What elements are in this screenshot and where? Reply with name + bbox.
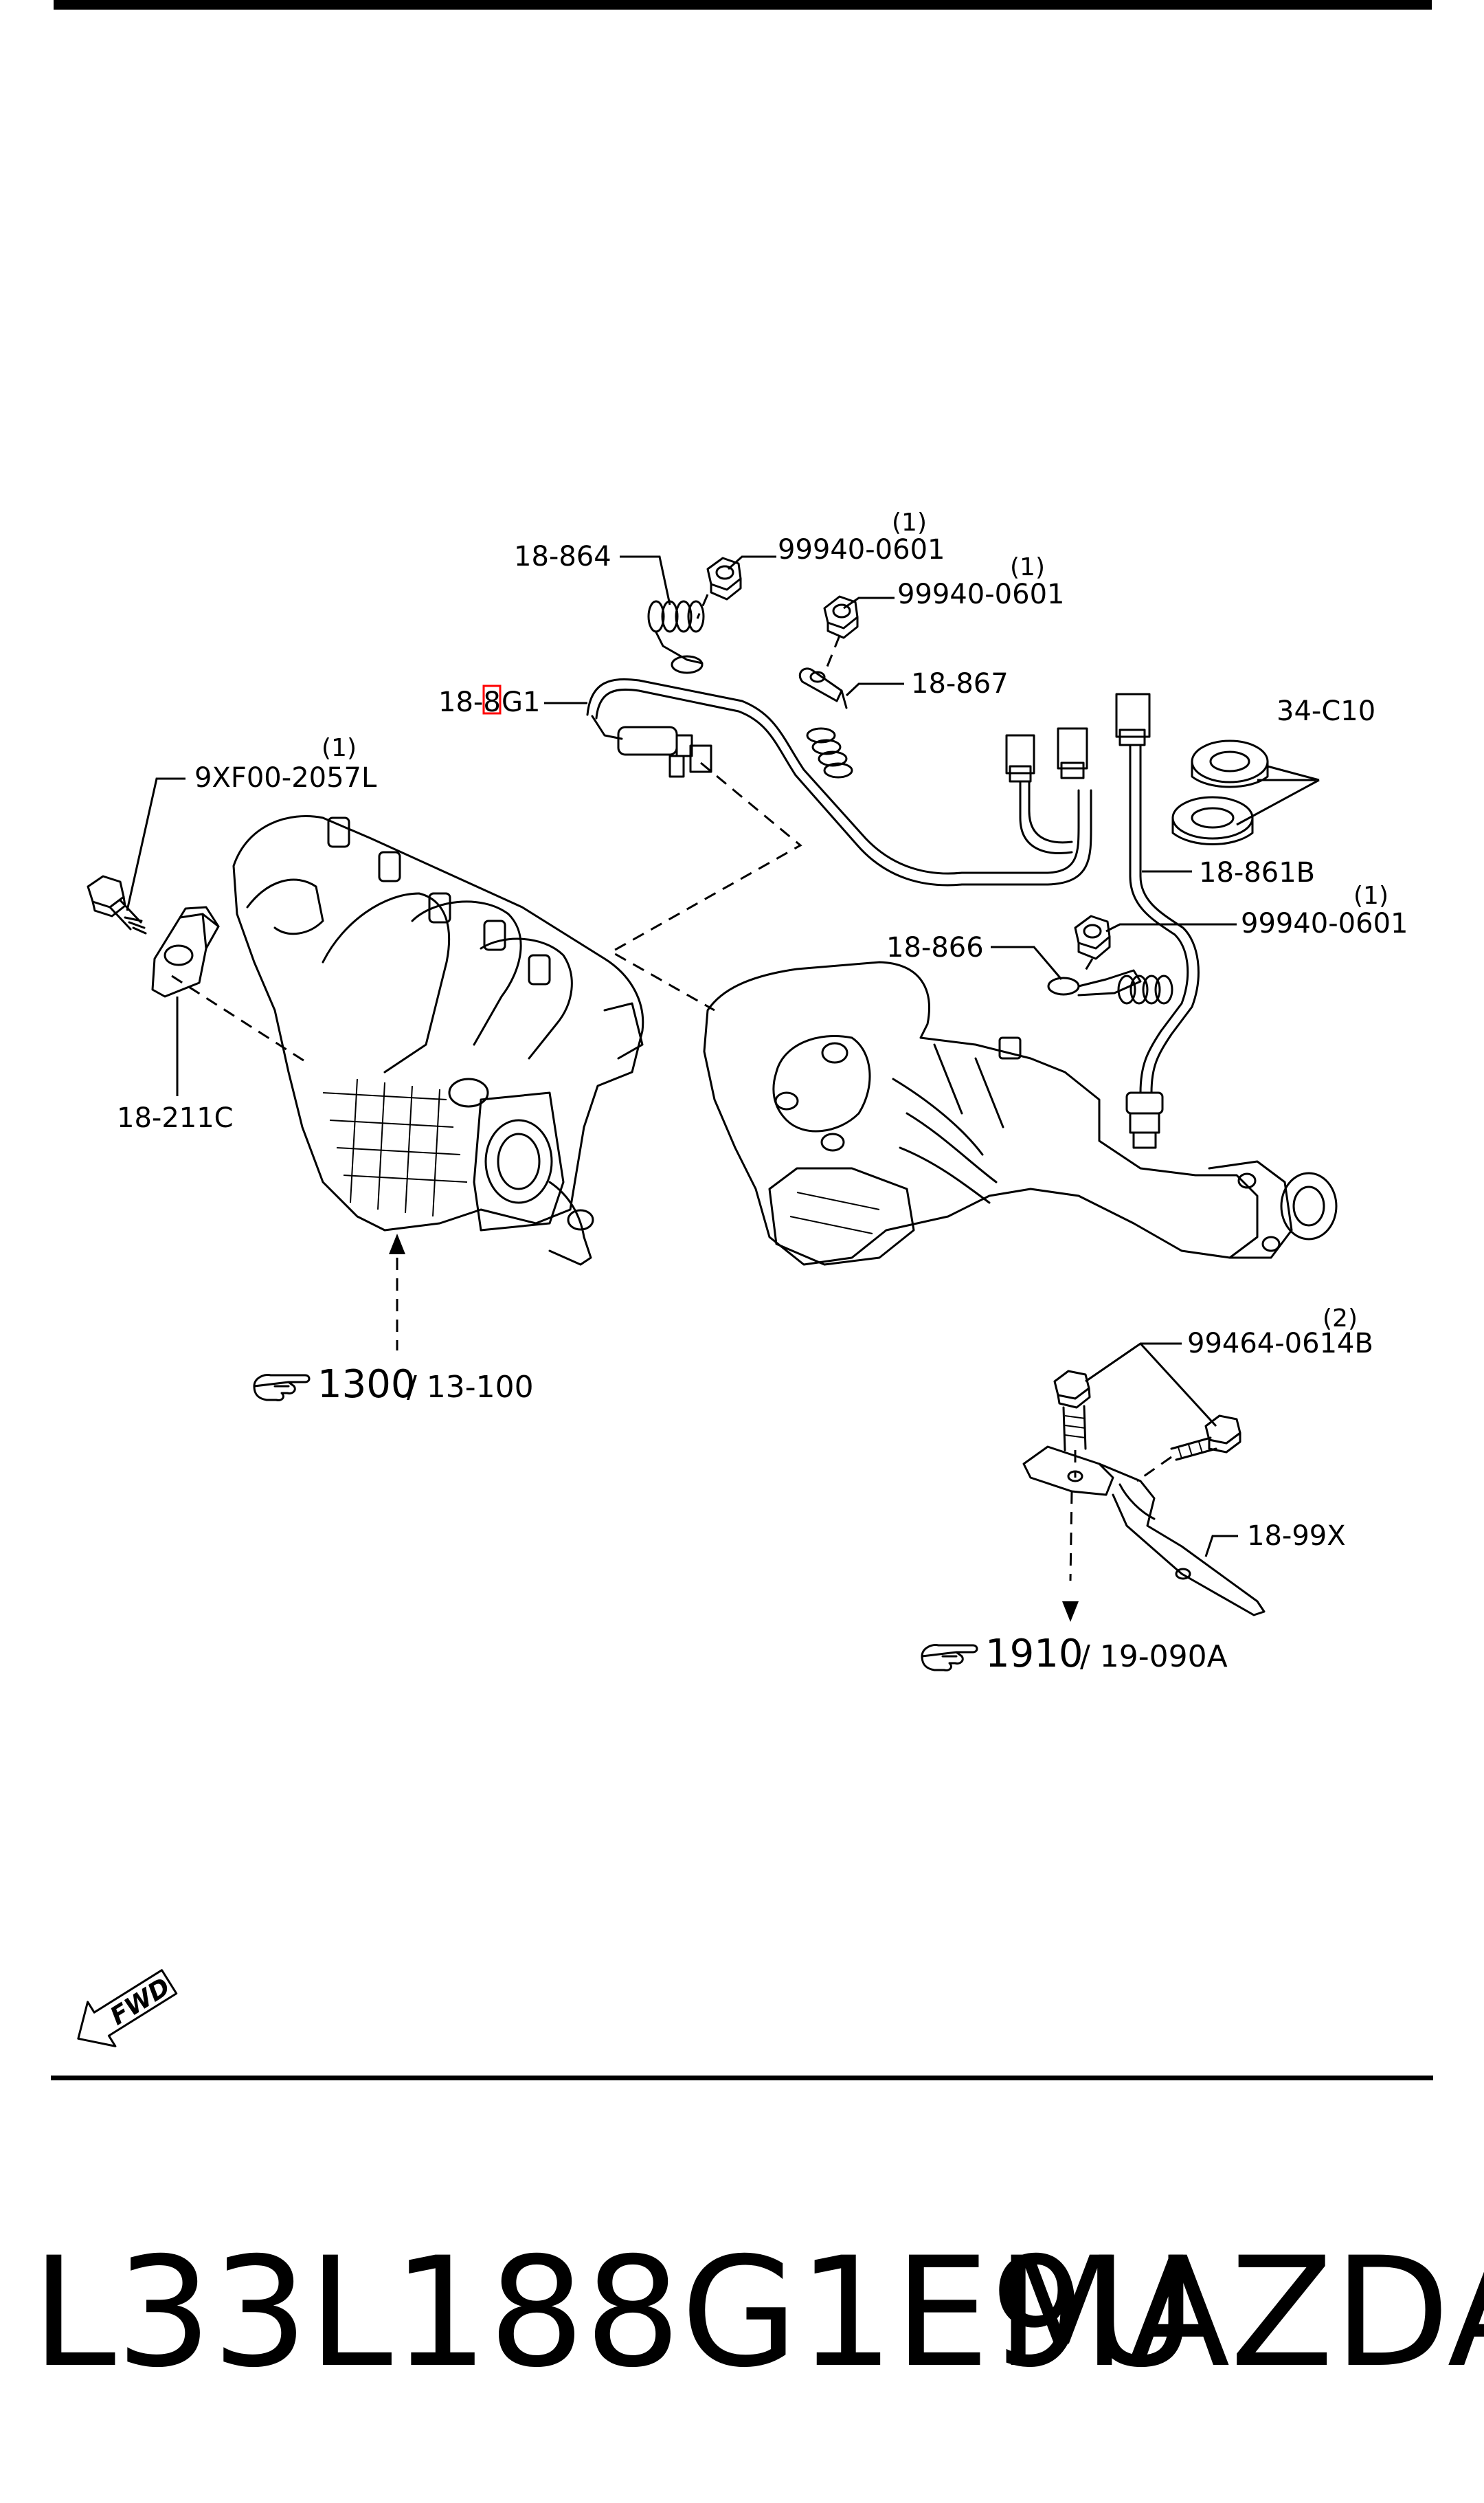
bolts-99464-0614B[interactable] bbox=[1053, 1370, 1241, 1461]
label-18-99X: 18-99X bbox=[1247, 1520, 1346, 1552]
label-18-211C: 18-211C bbox=[117, 1102, 234, 1134]
nut-99940-0601-b[interactable] bbox=[823, 595, 859, 639]
reference-1910[interactable]: 1910 / 19-090A bbox=[921, 1632, 1228, 1676]
label-18-866: 18-866 bbox=[886, 932, 984, 964]
ref-1910-main: 1910 bbox=[985, 1632, 1083, 1676]
nut-99940-0601-a[interactable] bbox=[706, 557, 742, 601]
pointing-hand-icon bbox=[921, 1644, 978, 1671]
dash-clip-18-867 bbox=[823, 635, 841, 674]
dash-clip-18-864 bbox=[696, 594, 709, 619]
label-99940-0601-b: 99940-0601 bbox=[897, 579, 1064, 610]
label-99464-0614B: 99464-0614B bbox=[1187, 1328, 1373, 1359]
leader-lines bbox=[126, 555, 1320, 1557]
clip-34-C10[interactable] bbox=[1171, 739, 1269, 845]
clip-18-867[interactable] bbox=[798, 667, 853, 779]
label-9XF00-2057L: 9XF00-2057L bbox=[194, 762, 377, 794]
pointing-hand-icon bbox=[253, 1374, 311, 1401]
label-99940-0601-c: 99940-0601 bbox=[1241, 908, 1408, 939]
spring-clip-18-864[interactable] bbox=[647, 600, 705, 674]
label-18-867: 18-867 bbox=[911, 668, 1009, 700]
dash-bolt-to-bracket bbox=[1069, 1450, 1077, 1581]
bottom-rule bbox=[51, 2076, 1433, 2080]
knock-sensor-18-211C[interactable] bbox=[151, 906, 220, 998]
qty-99940-0601-c: (1) bbox=[1353, 882, 1389, 910]
ref-1910-sub: / 19-090A bbox=[1080, 1639, 1228, 1674]
ref-1300-main: 1300 bbox=[317, 1362, 416, 1407]
label-18-864: 18-864 bbox=[514, 541, 611, 572]
label-99940-0601-a: 99940-0601 bbox=[778, 534, 945, 566]
bracket-18-99X[interactable] bbox=[1022, 1445, 1266, 1616]
label-18-861B: 18-861B bbox=[1199, 857, 1315, 889]
dash-bolt2-to-bracket bbox=[1136, 1456, 1172, 1482]
qty-99940-0601-b: (1) bbox=[1010, 553, 1045, 581]
sensor-connectors bbox=[1005, 693, 1151, 855]
qty-9XF00-2057L: (1) bbox=[322, 734, 357, 762]
dash-nut-right bbox=[1081, 958, 1094, 977]
fwd-label: FWD bbox=[106, 1972, 176, 2031]
exhaust-manifold bbox=[703, 961, 1338, 1266]
nut-99940-0601-c[interactable] bbox=[1074, 915, 1111, 960]
qty-99940-0601-a: (1) bbox=[892, 509, 927, 537]
ref-1300-sub: / 13-100 bbox=[407, 1370, 534, 1405]
top-border bbox=[54, 0, 1432, 10]
arrow-down-1910 bbox=[1062, 1601, 1079, 1622]
label-34-C10: 34-C10 bbox=[1277, 696, 1375, 727]
footer-part-number: L33L188G1E9U bbox=[32, 2225, 1197, 2401]
arrow-up-1300 bbox=[389, 1234, 405, 1254]
dash-sensor-to-manifold bbox=[609, 761, 802, 1012]
dash-sensor-to-manifold-2 bbox=[171, 975, 306, 1063]
reference-1300[interactable]: 1300 / 13-100 bbox=[253, 1362, 534, 1407]
qty-99464-0614B: (2) bbox=[1323, 1304, 1358, 1333]
oxygen-sensor-lower[interactable] bbox=[1125, 744, 1200, 1149]
highlight-box bbox=[482, 685, 502, 715]
oxygen-sensor-upper[interactable] bbox=[586, 678, 1092, 887]
fwd-arrow-icon: FWD bbox=[77, 1969, 178, 2047]
label-18-8G1[interactable]: 18-8 G1 bbox=[438, 685, 540, 718]
intake-manifold bbox=[232, 815, 644, 1266]
clip-18-866[interactable] bbox=[1047, 969, 1173, 1005]
bolt-9XF00-2057L[interactable] bbox=[87, 875, 147, 935]
footer-brand: MAZDA bbox=[996, 2225, 1484, 2401]
label-18-8G1-suffix: G1 bbox=[502, 687, 540, 718]
